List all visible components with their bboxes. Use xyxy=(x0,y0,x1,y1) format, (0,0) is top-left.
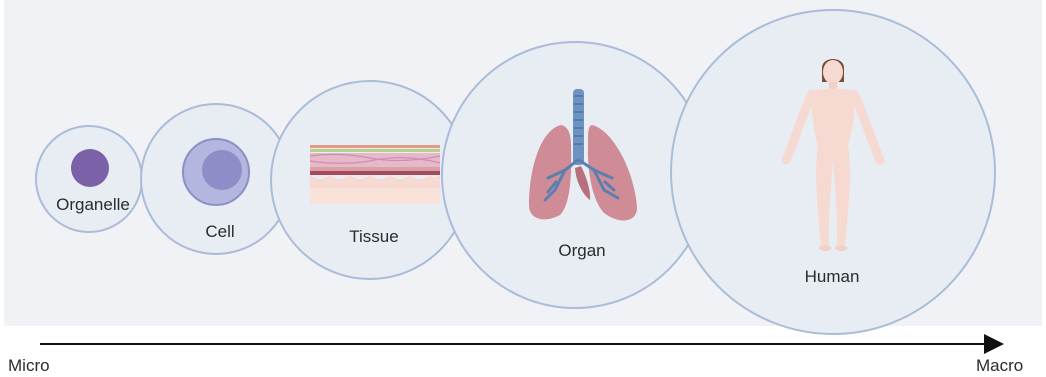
axis-end-label: Macro xyxy=(976,356,1023,376)
organelle-icon xyxy=(71,149,109,187)
label-organelle: Organelle xyxy=(56,195,130,215)
organ-circle xyxy=(442,42,708,308)
axis-start-label: Micro xyxy=(8,356,50,376)
label-cell: Cell xyxy=(205,222,234,242)
label-tissue: Tissue xyxy=(349,227,398,247)
tissue-icon xyxy=(310,145,440,204)
cell-icon xyxy=(183,139,249,205)
label-organ: Organ xyxy=(558,241,605,261)
label-human: Human xyxy=(805,267,860,287)
